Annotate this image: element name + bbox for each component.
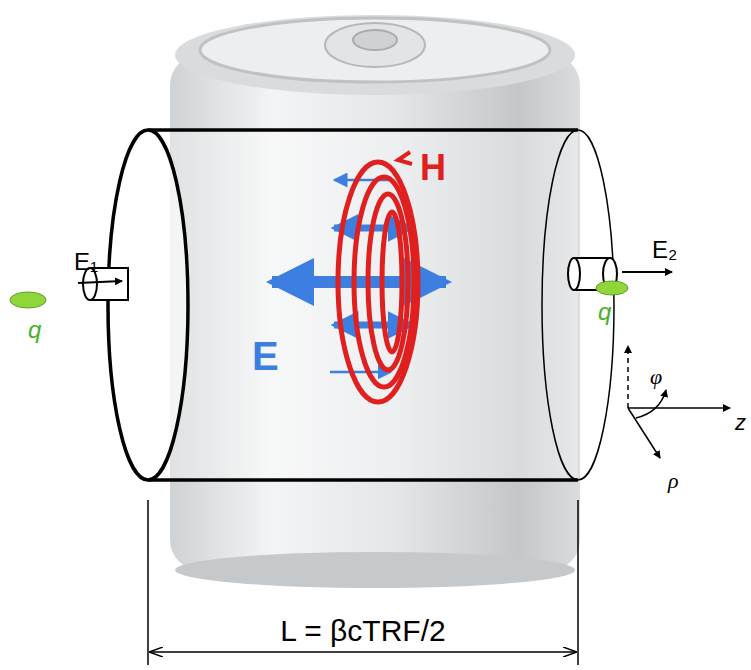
charge-label: q — [28, 318, 41, 342]
field-label: E₂ — [652, 238, 677, 262]
e-field-label: E — [252, 336, 279, 376]
axis-label: ρ — [668, 470, 679, 492]
pillbox-cavity — [108, 130, 614, 480]
h-field-label: H — [420, 150, 446, 186]
axis-label: φ — [650, 366, 662, 388]
field-label: E₁ — [74, 250, 98, 274]
charge — [596, 281, 628, 295]
charge — [10, 292, 46, 308]
charge-label: q — [598, 300, 611, 324]
dimension-label: L = βcTRF/2 — [276, 616, 449, 646]
length-dimension — [148, 500, 578, 665]
coordinate-axes — [628, 346, 730, 458]
h-field-loops — [338, 152, 418, 402]
axis-label: z — [735, 412, 746, 434]
